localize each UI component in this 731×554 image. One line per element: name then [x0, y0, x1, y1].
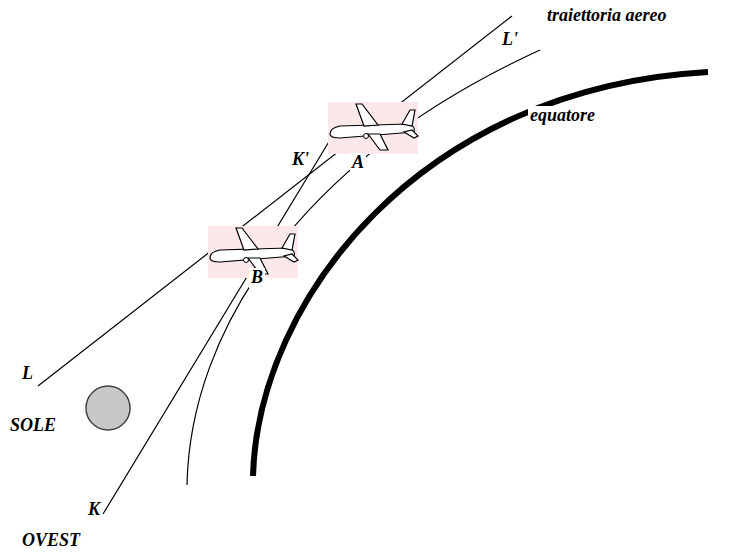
line-label: L' [500, 30, 520, 50]
sun-label: SOLE [8, 416, 58, 436]
plane-label: A [350, 153, 366, 173]
ray-line [103, 140, 330, 514]
equator-label: equatore [528, 106, 597, 126]
line-label: K' [290, 150, 311, 170]
plane-label: B [249, 268, 265, 288]
line-label: L [20, 364, 35, 384]
trajectory-label: traiettoria aereo [545, 6, 669, 26]
plane-trajectory [187, 50, 540, 485]
equator-arc [253, 72, 708, 476]
ray-line [38, 16, 512, 386]
line-label: K [86, 500, 102, 520]
direction-label: OVEST [20, 531, 82, 551]
sun-disc [86, 386, 130, 430]
